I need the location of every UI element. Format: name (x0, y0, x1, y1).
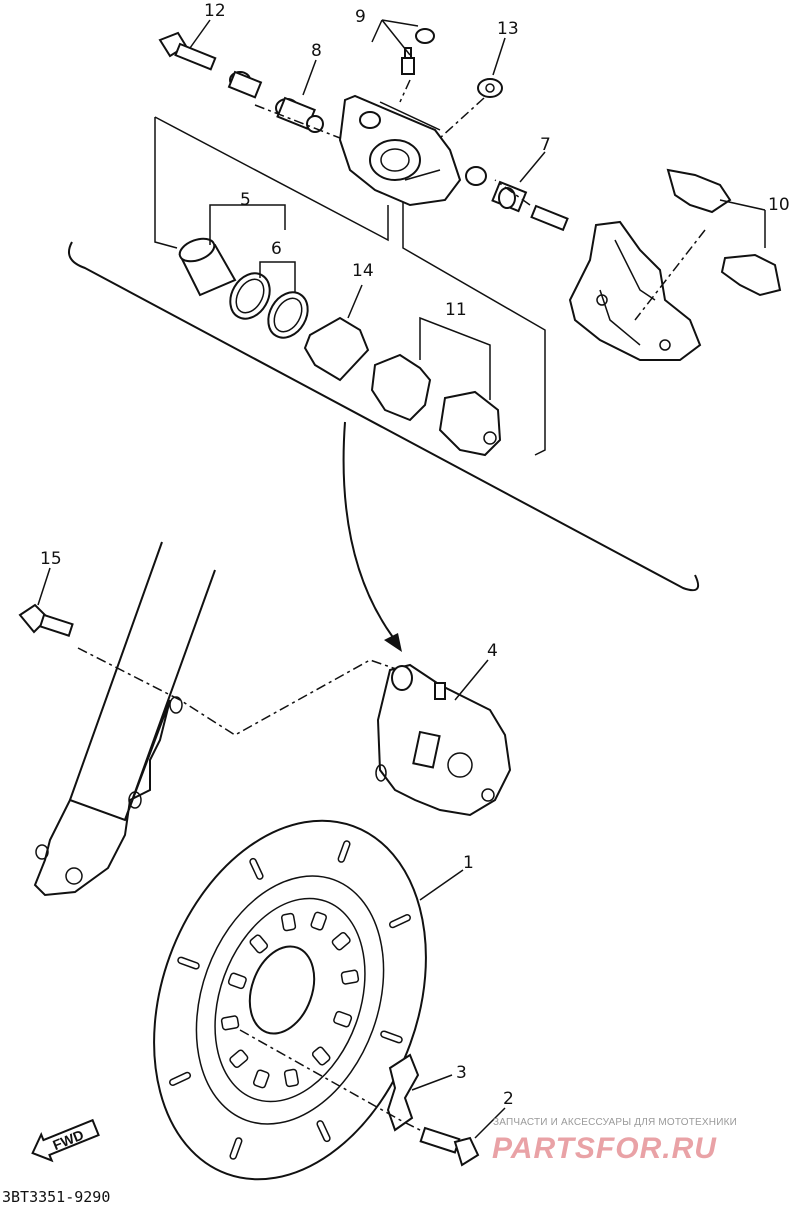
caliper-body (338, 94, 462, 207)
axis-line-3 (239, 1029, 431, 1136)
disc-slot (229, 1137, 243, 1160)
part-5-piston (178, 237, 237, 297)
label-part-10: 10 (768, 195, 790, 215)
leader-2 (474, 1107, 506, 1139)
part-11-pads (370, 353, 502, 457)
caliper-bracket (568, 220, 702, 361)
disc-slot (388, 914, 411, 929)
part-15-bolt (18, 603, 74, 637)
axis-line-caliper (254, 104, 341, 139)
part-12-bolt (158, 31, 217, 71)
part-13-cap (477, 78, 503, 98)
label-part-14: 14 (352, 261, 374, 281)
label-part-12: 12 (204, 1, 226, 21)
leader-8 (302, 59, 317, 96)
label-part-4: 4 (487, 641, 498, 661)
disc-slot (333, 1010, 353, 1028)
leader-5 (209, 204, 286, 245)
disc-slot (177, 956, 200, 970)
label-part-15: 15 (40, 549, 62, 569)
label-part-3: 3 (456, 1063, 467, 1083)
disc-slot (280, 912, 297, 932)
leader-11 (419, 316, 491, 400)
axis-line-7 (494, 179, 531, 206)
disc-slot (310, 911, 328, 931)
disc-slot (220, 1015, 240, 1031)
disc-slot (252, 1069, 270, 1089)
axis-line-10 (634, 229, 706, 321)
part-2-bolt (419, 1126, 480, 1167)
fork-leg (33, 541, 216, 897)
label-part-7: 7 (540, 135, 551, 155)
leader-12 (189, 19, 211, 49)
leader-6 (259, 261, 296, 292)
part-14-shim (303, 316, 370, 382)
part-1-brake-disc (153, 819, 427, 1181)
axis-line-bleed (399, 79, 411, 103)
leader-13 (492, 37, 506, 76)
disc-slot (331, 931, 351, 951)
label-part-8: 8 (311, 41, 322, 61)
arrow-head (384, 633, 402, 652)
leader-10 (719, 199, 766, 248)
disc-slot (229, 1049, 249, 1069)
axis-line-13 (439, 97, 485, 139)
disc-slot (337, 840, 351, 863)
label-part-1: 1 (463, 853, 474, 873)
label-part-2: 2 (503, 1089, 514, 1109)
disc-slots (169, 840, 411, 1160)
label-part-11: 11 (445, 300, 467, 320)
leader-4 (454, 659, 489, 701)
leader-group-bracket-2 (402, 200, 546, 456)
disc-slot (283, 1068, 300, 1088)
leader-group-bracket (154, 116, 389, 249)
part-4-caliper-assembly (375, 663, 512, 817)
watermark-brand: PARTSFOR.RU (492, 1132, 717, 1165)
leader-9 (371, 19, 419, 56)
disc-slot (249, 934, 269, 954)
leader-14 (347, 284, 363, 319)
diagram-code: 3BT3351-9290 (2, 1188, 110, 1206)
part-10-clips (666, 168, 782, 297)
part-7-sleeve (491, 180, 569, 232)
disc-slot (311, 1046, 331, 1066)
part-3-lock-washer (386, 1053, 420, 1132)
label-part-13: 13 (497, 19, 519, 39)
leader-1 (419, 869, 464, 901)
leader-7 (519, 151, 546, 183)
axis-line-15 (77, 647, 406, 736)
part-8-pins (227, 70, 324, 133)
label-part-9: 9 (355, 7, 366, 27)
label-part-6: 6 (271, 239, 282, 259)
disc-slot (340, 969, 360, 985)
leader-3 (411, 1074, 453, 1091)
part-seal-small (465, 166, 487, 186)
fwd-label: FWD (50, 1126, 86, 1153)
leader-15 (37, 567, 51, 606)
exploded-view-boundary (68, 241, 699, 592)
disc-slot (249, 857, 264, 880)
disc-slot (227, 972, 247, 990)
disc-slot (316, 1120, 331, 1143)
disc-slot (169, 1071, 192, 1086)
fwd-arrow: FWD (31, 1118, 100, 1163)
watermark-tagline: ЗАПЧАСТИ И АКСЕССУАРЫ ДЛЯ МОТОТЕХНИКИ (493, 1117, 737, 1128)
disc-slot (380, 1030, 403, 1044)
arrow-curve (342, 421, 396, 641)
label-part-5: 5 (240, 190, 251, 210)
part-6-seals (229, 272, 309, 339)
